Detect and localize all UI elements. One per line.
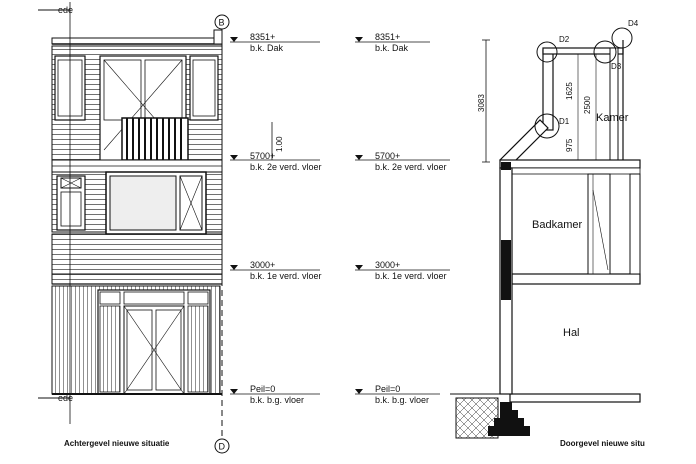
level-desc: b.k. Dak xyxy=(375,43,409,53)
level-value: 8351+ xyxy=(375,32,400,42)
level-marker: 3000+ b.k. 1e verd. vloer xyxy=(355,260,450,281)
detail-label: D1 xyxy=(559,117,570,126)
detail-label: D4 xyxy=(628,19,639,28)
level-marker: 3000+ b.k. 1e verd. vloer xyxy=(230,260,322,281)
dim-roof-total: 3083 xyxy=(477,94,486,112)
level-value: 5700+ xyxy=(375,151,400,161)
room-kamer: Kamer xyxy=(596,112,629,124)
level-marker: 5700+ b.k. 2e verd. vloer xyxy=(230,151,322,172)
detail-circle xyxy=(536,41,558,63)
level-desc: b.k. b.g. vloer xyxy=(375,395,429,405)
caption-cross-section: Doorgevel nieuwe situ xyxy=(560,439,645,448)
detail-circle xyxy=(611,27,633,49)
level-desc: b.k. Dak xyxy=(250,43,284,53)
level-desc: b.k. 2e verd. vloer xyxy=(250,162,322,172)
detail-circle xyxy=(534,113,560,139)
level-markers-col2: 8351+ b.k. Dak 5700+ b.k. 2e verd. vloer… xyxy=(355,32,450,405)
level-value: 3000+ xyxy=(250,260,275,270)
level-desc: b.k. b.g. vloer xyxy=(250,395,304,405)
level-marker: 5700+ b.k. 2e verd. vloer xyxy=(355,151,450,172)
detail-label: D3 xyxy=(611,62,622,71)
level-value: 5700+ xyxy=(250,151,275,161)
caption-rear-elevation: Achtergevel nieuwe situatie xyxy=(64,439,170,448)
level-marker: Peil=0 b.k. b.g. vloer xyxy=(230,384,320,405)
grid-axis-d-label: D xyxy=(219,442,226,452)
level-marker: Peil=0 b.k. b.g. vloer xyxy=(355,384,440,405)
grid-axis-b-bubble xyxy=(214,14,230,30)
detail-circle xyxy=(593,40,617,64)
level-desc: b.k. 1e verd. vloer xyxy=(250,271,322,281)
level-value: Peil=0 xyxy=(250,384,275,394)
level-value: 8351+ xyxy=(250,32,275,42)
dim-975: 975 xyxy=(565,138,574,152)
level-value: 3000+ xyxy=(375,260,400,270)
dim-1625: 1625 xyxy=(565,82,574,100)
side-label-bottom: ede xyxy=(58,393,73,403)
rear-elevation: ede ede xyxy=(38,2,284,454)
cross-section: 3083 1625 2500 975 D2 D1 D3 D4 xyxy=(450,19,645,448)
room-badkamer: Badkamer xyxy=(532,219,582,231)
level-value: Peil=0 xyxy=(375,384,400,394)
detail-label: D2 xyxy=(559,35,570,44)
level-marker: 8351+ b.k. Dak xyxy=(230,32,320,53)
level-markers-col1: 8351+ b.k. Dak 5700+ b.k. 2e verd. vloer… xyxy=(230,32,322,405)
side-label-top: ede xyxy=(58,5,73,15)
room-hal: Hal xyxy=(563,327,580,339)
level-marker: 8351+ b.k. Dak xyxy=(355,32,430,53)
window-height-dim: 1.00 xyxy=(275,136,284,152)
grid-axis-d-bubble xyxy=(214,438,230,454)
level-desc: b.k. 2e verd. vloer xyxy=(375,162,447,172)
dim-2500: 2500 xyxy=(583,96,592,114)
level-desc: b.k. 1e verd. vloer xyxy=(375,271,447,281)
grid-axis-b-label: B xyxy=(219,18,225,28)
